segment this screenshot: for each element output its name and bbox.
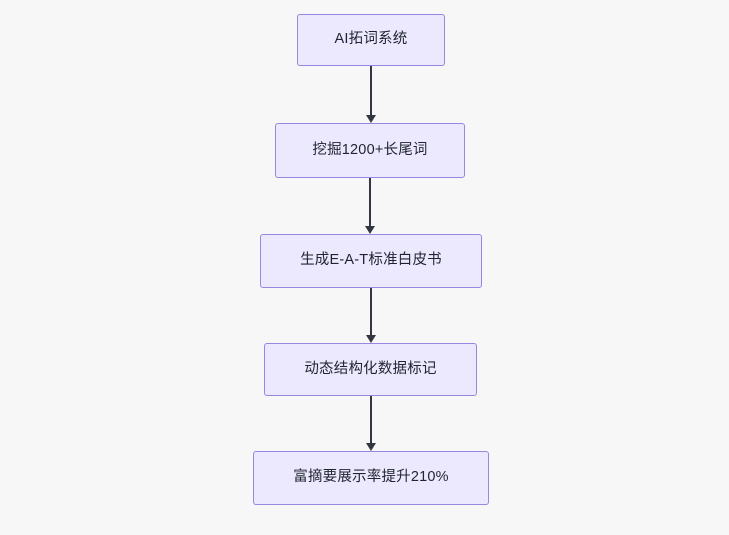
- flow-node-n4[interactable]: 动态结构化数据标记: [264, 343, 477, 396]
- flow-edge: [370, 288, 372, 336]
- flow-edge: [369, 178, 371, 227]
- flow-node-label: 富摘要展示率提升210%: [293, 469, 449, 486]
- flow-node-label: 生成E-A-T标准白皮书: [300, 252, 442, 269]
- flow-node-label: AI拓词系统: [334, 31, 408, 48]
- flow-node-label: 挖掘1200+长尾词: [312, 141, 428, 158]
- flow-node-n2[interactable]: 挖掘1200+长尾词: [275, 123, 465, 178]
- flow-node-n3[interactable]: 生成E-A-T标准白皮书: [260, 234, 482, 288]
- flow-node-n5[interactable]: 富摘要展示率提升210%: [253, 451, 489, 505]
- flow-node-label: 动态结构化数据标记: [304, 360, 437, 377]
- arrowhead-icon: [366, 115, 376, 123]
- arrowhead-icon: [366, 443, 376, 451]
- flow-node-n1[interactable]: AI拓词系统: [297, 14, 445, 66]
- arrowhead-icon: [365, 226, 375, 234]
- arrowhead-icon: [366, 335, 376, 343]
- flow-edge: [370, 396, 372, 444]
- flow-edge: [370, 66, 372, 116]
